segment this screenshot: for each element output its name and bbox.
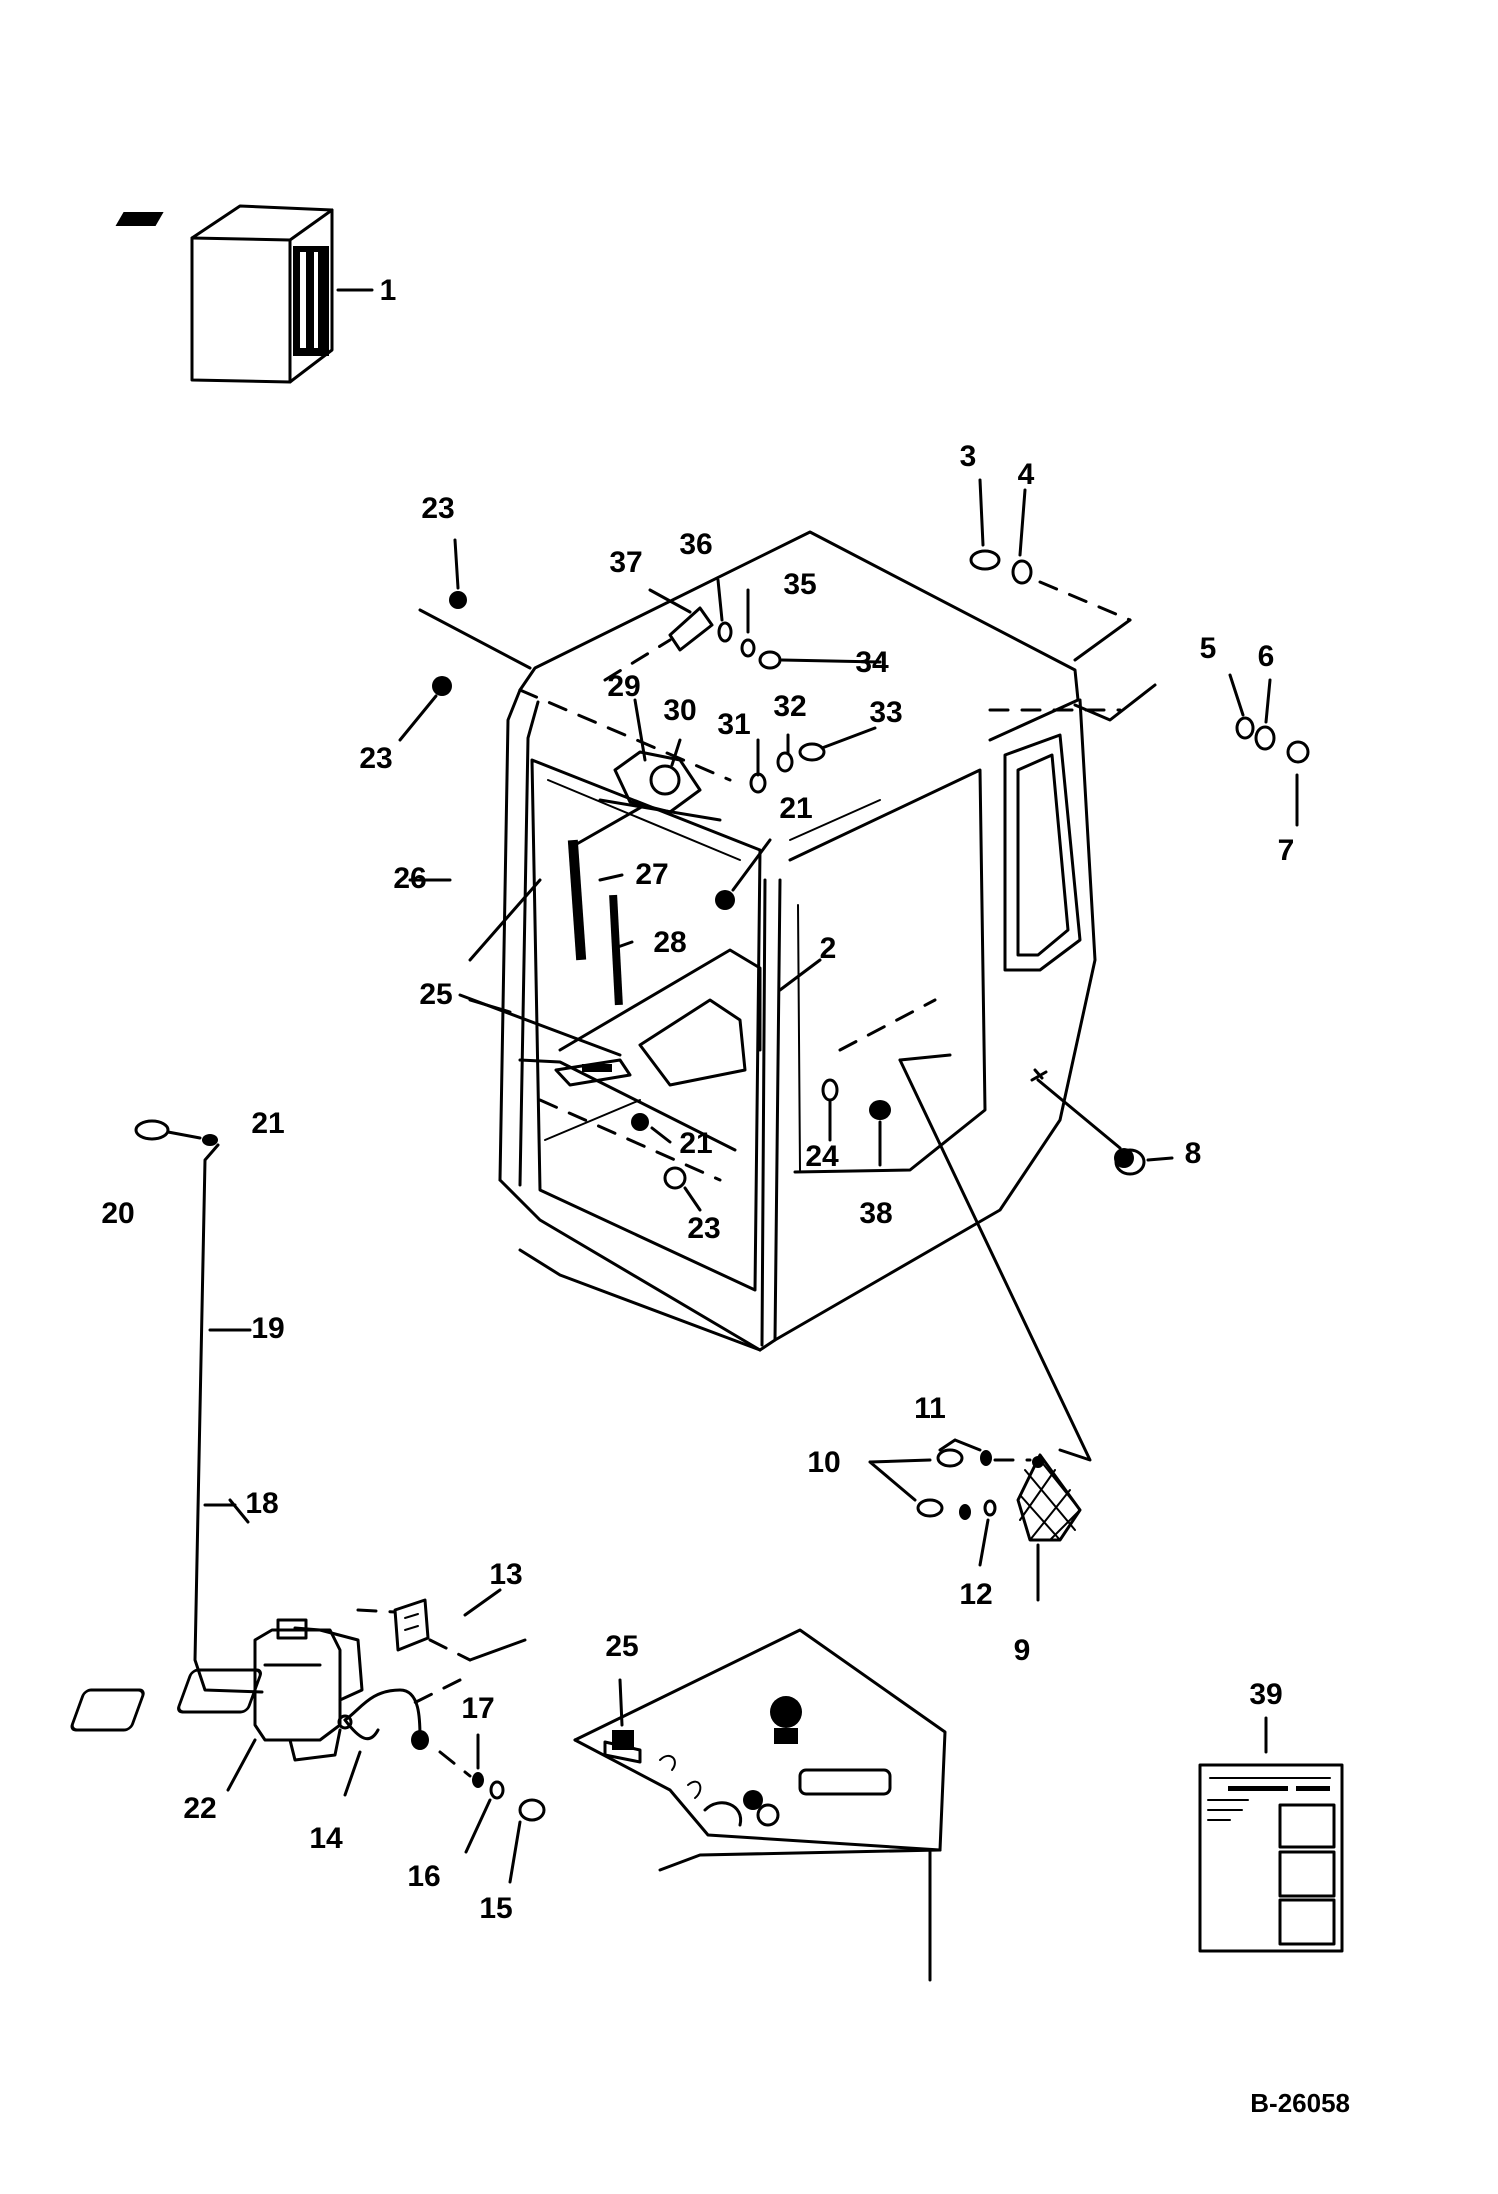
callout-2: 2 xyxy=(820,932,837,965)
callout-16: 16 xyxy=(407,1860,440,1893)
callout-26: 26 xyxy=(393,862,426,895)
callout-37: 37 xyxy=(609,546,642,579)
callout-15: 15 xyxy=(479,1892,512,1925)
callout-labels: 1 2 3 4 5 6 7 8 9 10 11 12 13 14 15 16 1… xyxy=(101,274,1294,1925)
manual-box xyxy=(115,204,374,384)
drawing-code: B-26058 xyxy=(1250,2088,1350,2118)
callout-12: 12 xyxy=(959,1578,992,1611)
callout-7: 7 xyxy=(1278,834,1295,867)
leader-lines xyxy=(203,873,822,1524)
callout-34: 34 xyxy=(855,646,889,679)
callout-9: 9 xyxy=(1014,1634,1031,1667)
net-assembly xyxy=(868,1053,1092,1602)
callout-21a: 21 xyxy=(251,1107,284,1140)
callout-13: 13 xyxy=(489,1558,522,1591)
instrument-panel xyxy=(70,1628,947,1982)
callout-30: 30 xyxy=(663,694,696,727)
callout-31: 31 xyxy=(717,708,750,741)
callout-8: 8 xyxy=(1185,1137,1202,1170)
callout-21b: 21 xyxy=(779,792,812,825)
callout-36: 36 xyxy=(679,528,712,561)
callout-33: 33 xyxy=(869,696,902,729)
callout-23a: 23 xyxy=(421,492,454,525)
callout-21c: 21 xyxy=(679,1127,712,1160)
instruction-sheet xyxy=(1198,1716,1344,1953)
fasteners-roof xyxy=(418,478,1310,827)
callout-25a: 25 xyxy=(419,978,452,1011)
callout-20: 20 xyxy=(101,1197,134,1230)
callout-11: 11 xyxy=(914,1392,946,1425)
callout-35: 35 xyxy=(783,568,816,601)
callout-22: 22 xyxy=(183,1792,216,1825)
cab-body xyxy=(498,530,1122,1352)
callout-27: 27 xyxy=(635,858,668,891)
callout-17: 17 xyxy=(461,1692,494,1725)
callout-10: 10 xyxy=(807,1446,840,1479)
wiper-motor-assembly xyxy=(554,750,762,1087)
callout-18: 18 xyxy=(245,1487,278,1520)
callout-5: 5 xyxy=(1200,632,1217,665)
callout-23b: 23 xyxy=(359,742,392,775)
callout-38: 38 xyxy=(859,1197,892,1230)
callout-3: 3 xyxy=(960,440,977,473)
callout-1: 1 xyxy=(380,274,397,307)
callout-4: 4 xyxy=(1018,458,1035,491)
callout-32: 32 xyxy=(773,690,806,723)
callout-14: 14 xyxy=(309,1822,343,1855)
callout-25b: 25 xyxy=(605,1630,638,1663)
callout-19: 19 xyxy=(251,1312,284,1345)
callout-24: 24 xyxy=(805,1140,839,1173)
part-8 xyxy=(1030,1068,1174,1176)
callout-29: 29 xyxy=(607,670,640,703)
callout-39: 39 xyxy=(1249,1678,1282,1711)
callout-6: 6 xyxy=(1258,640,1275,673)
callout-23c: 23 xyxy=(687,1212,720,1245)
washer-system xyxy=(134,1119,546,1884)
callout-28: 28 xyxy=(653,926,686,959)
